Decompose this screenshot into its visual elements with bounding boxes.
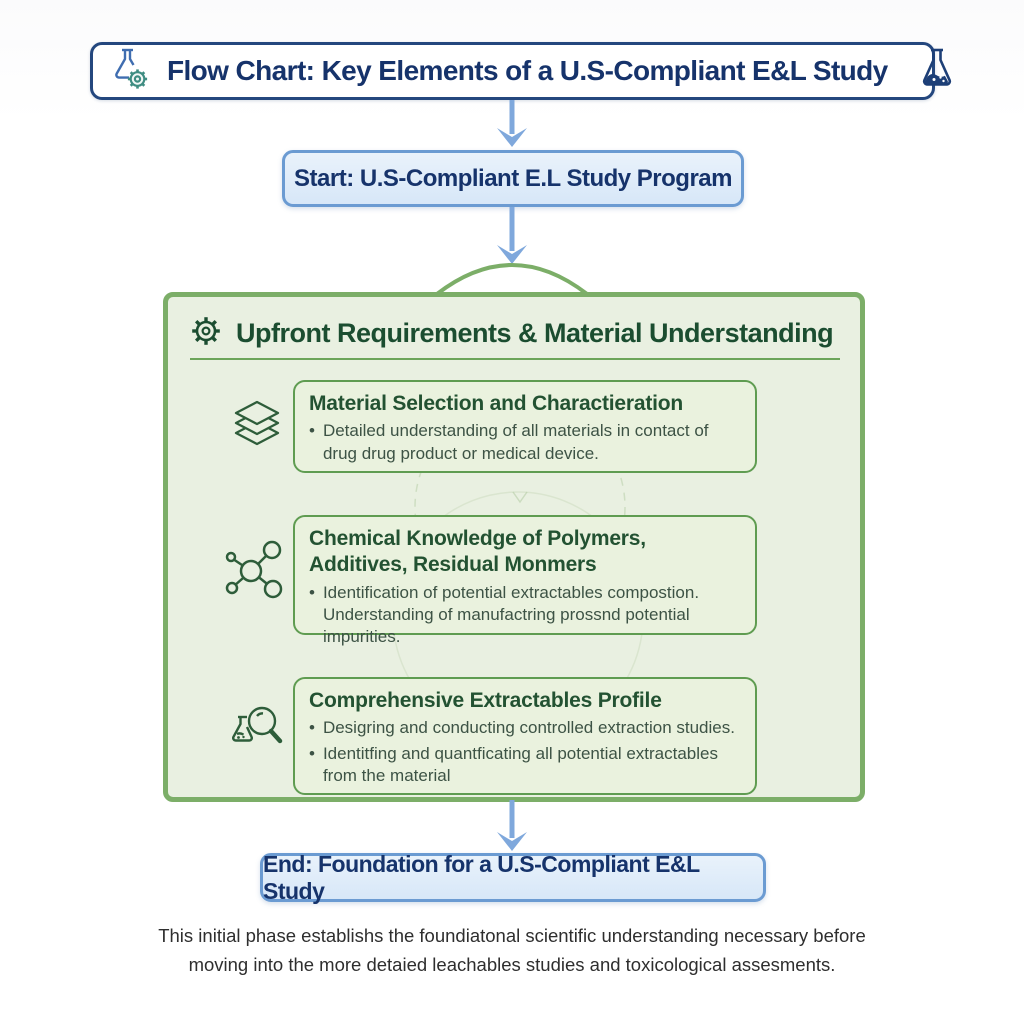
- end-node-label: End: Foundation for a U.S-Compliant E&L …: [263, 850, 700, 904]
- layers-icon: [226, 395, 288, 462]
- gear-icon: [188, 313, 224, 354]
- section-divider: [190, 358, 840, 360]
- bullet-dot: •: [309, 718, 315, 738]
- arrow-start-to-section: [497, 207, 527, 264]
- bullet-text: Detailed understanding of all materials …: [322, 421, 709, 463]
- caption-line-2: moving into the more detaied leachables …: [188, 953, 836, 975]
- item-bullet: • Identification of potential extractabl…: [309, 582, 741, 649]
- title-bar: Flow Chart: Key Elements of a U.S-Compli…: [90, 42, 951, 100]
- arrow-title-to-start: [497, 100, 527, 147]
- start-node-label: Start: U.S-Compliant E.L Study Program: [294, 164, 732, 192]
- section-arc-connector: [435, 263, 589, 296]
- item-box-extractables-profile: Comprehensive Extractables Profile • Des…: [293, 677, 757, 795]
- section-header: Upfront Requirements & Material Understa…: [188, 313, 834, 354]
- item-box-chemical-knowledge: Chemical Knowledge of Polymers, Additive…: [293, 515, 757, 646]
- bullet-text: Identitfing and quantficating all potent…: [322, 743, 718, 786]
- page-title: Flow Chart: Key Elements of a U.S-Compli…: [167, 55, 888, 86]
- start-node: Start: U.S-Compliant E.L Study Program: [282, 150, 744, 207]
- flask-gear-icon: [107, 46, 153, 97]
- bullet-dot: •: [309, 582, 315, 602]
- item-bullet: • Identitfing and quantficating all pote…: [309, 743, 741, 788]
- item-title: Material Selection and Charactieration: [309, 392, 684, 415]
- flask-icon: [916, 46, 958, 97]
- item-bullet: • Detailed understanding of all material…: [309, 420, 741, 465]
- item-box-material-selection: Material Selection and Charactieration •…: [293, 380, 757, 473]
- section-title: Upfront Requirements & Material Understa…: [236, 318, 834, 348]
- bullet-text: Identification of potential extractables…: [322, 582, 700, 647]
- main-section: Upfront Requirements & Material Understa…: [163, 292, 865, 802]
- end-node: End: Foundation for a U.S-Compliant E&L …: [260, 850, 766, 904]
- bullet-dot: •: [309, 421, 315, 441]
- flask-magnifier-icon: [224, 699, 288, 768]
- arrow-section-to-end: [497, 800, 527, 851]
- item-title: Comprehensive Extractables Profile: [309, 689, 662, 712]
- bullet-text: Desigring and conducting controlled extr…: [322, 718, 735, 738]
- item-bullet: • Desigring and conducting controlled ex…: [309, 717, 741, 739]
- item-title: Chemical Knowledge of Polymers, Additive…: [309, 527, 646, 577]
- bullet-dot: •: [309, 743, 315, 763]
- caption: This initial phase establishs the foundi…: [0, 922, 1024, 979]
- caption-line-1: This initial phase establishs the foundi…: [158, 925, 866, 946]
- molecule-icon: [223, 535, 289, 608]
